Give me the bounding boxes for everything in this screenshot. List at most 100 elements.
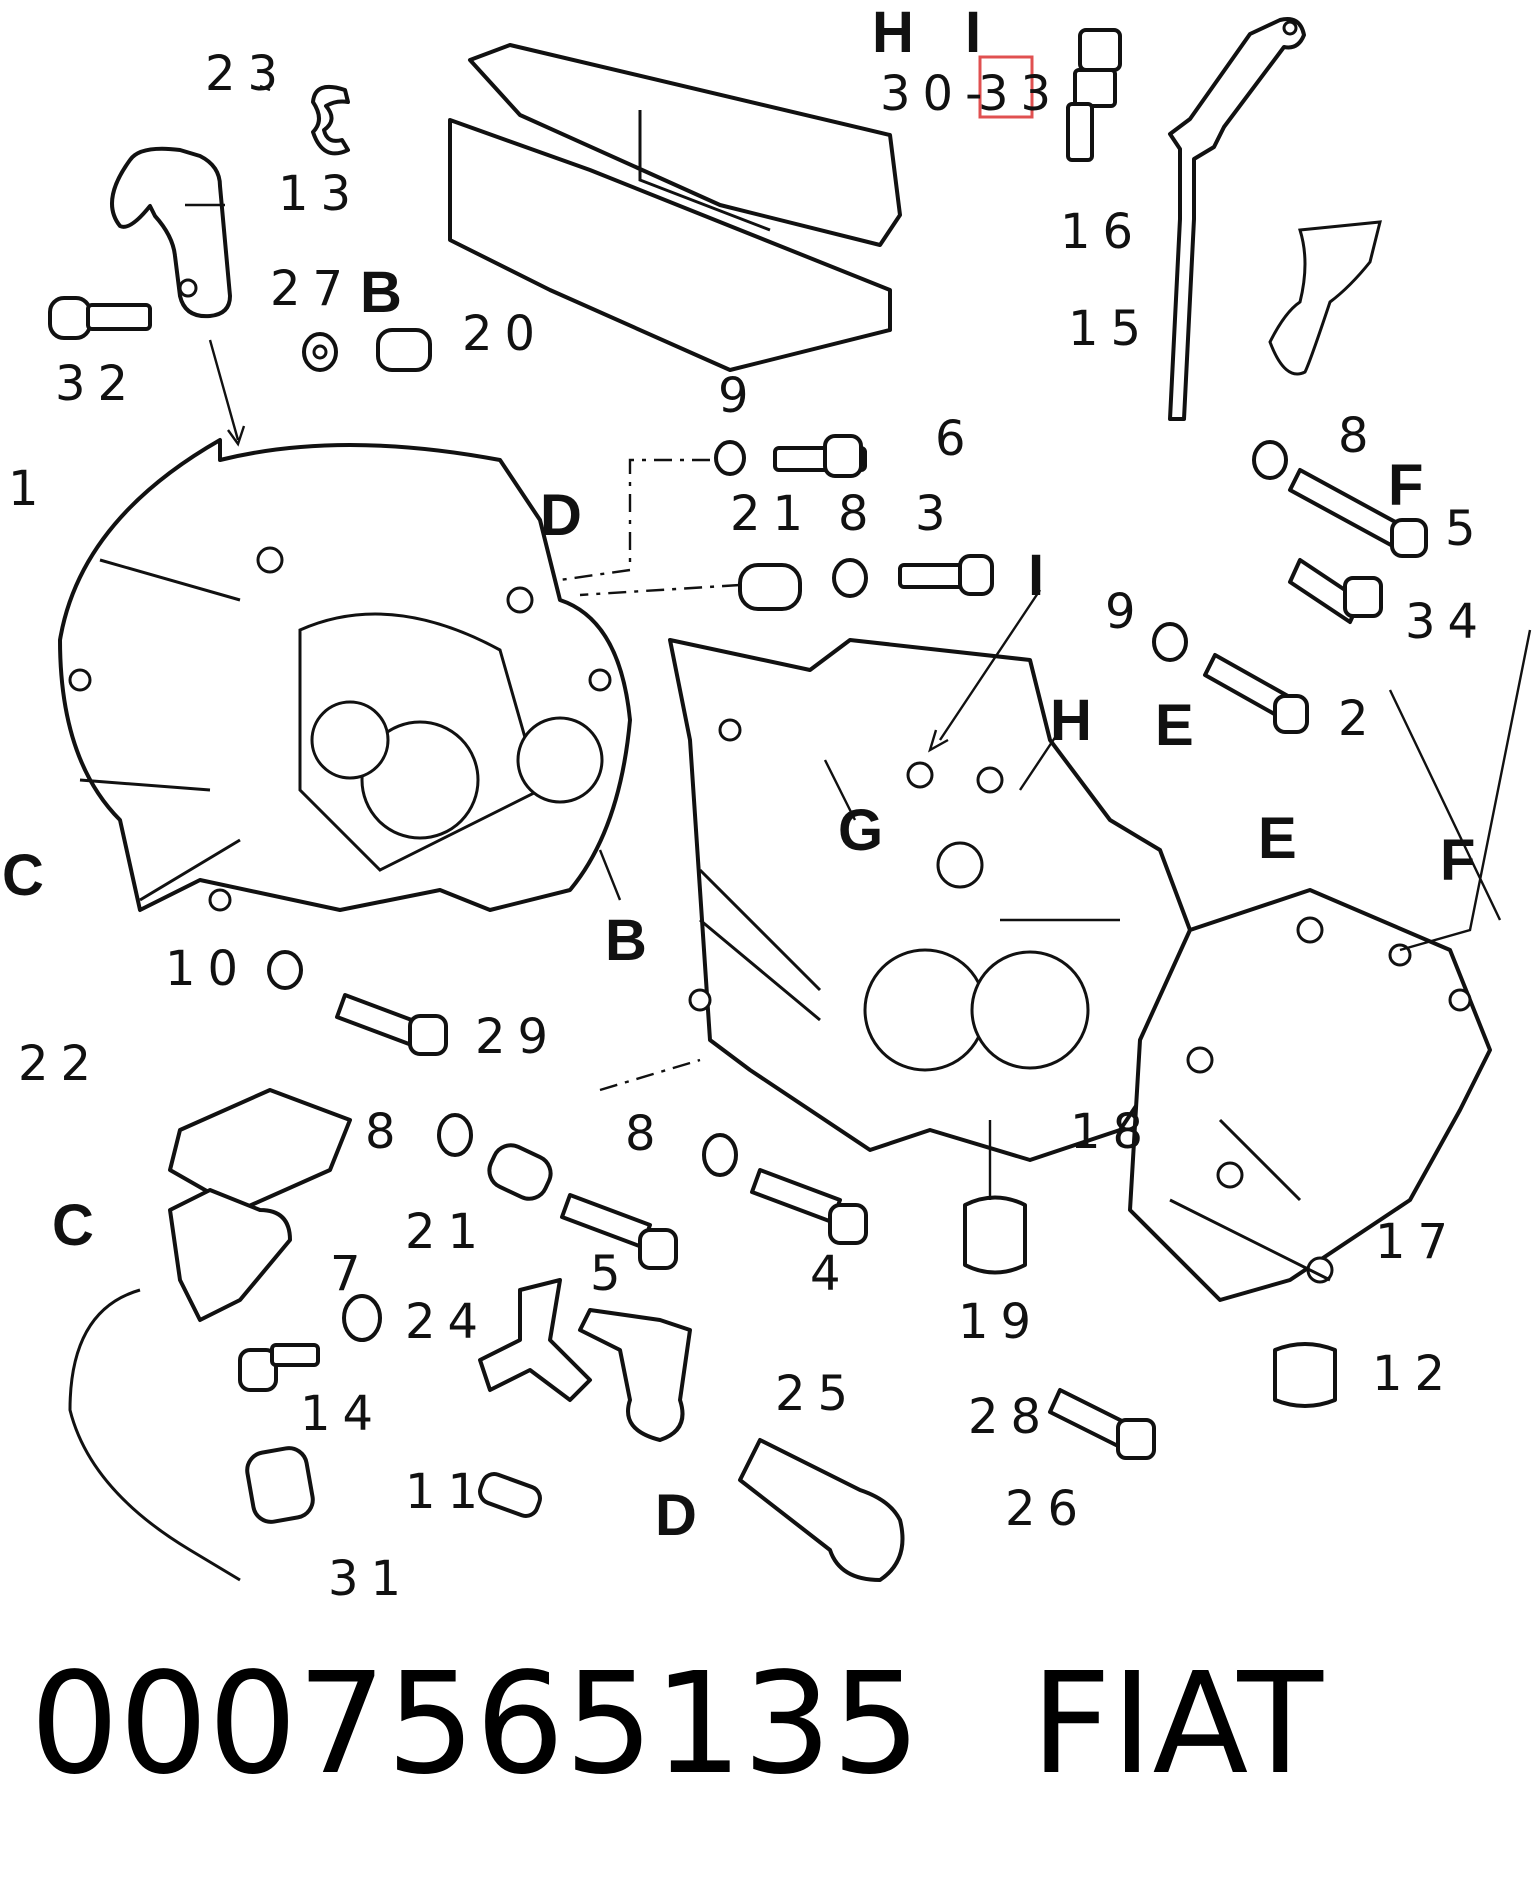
label-19: 19: [958, 1294, 1043, 1350]
label-28: 28: [968, 1389, 1053, 1445]
label-30: 30-: [880, 66, 994, 122]
label-11: 11: [405, 1464, 490, 1520]
letter-D-bottom: D: [655, 1483, 697, 1548]
letter-E-cover: E: [1258, 806, 1297, 871]
label-17: 17: [1375, 1214, 1460, 1270]
washer-9a-icon: [714, 440, 746, 476]
label-12: 12: [1372, 1346, 1457, 1402]
sensor-31-icon: [168, 1188, 292, 1322]
label-3: 3: [915, 486, 958, 542]
spring-25-icon: [578, 1308, 692, 1442]
label-8b: 8: [1338, 408, 1381, 464]
letter-C-bottom: C: [52, 1193, 94, 1258]
plug-20-icon: [376, 328, 432, 372]
label-34: 34: [1405, 594, 1490, 650]
letter-F-right: F: [1388, 453, 1423, 518]
label-8a: 8: [838, 486, 881, 542]
rear-cover-17-icon: [1128, 888, 1492, 1302]
label-20: 20: [462, 306, 547, 362]
letter-G-mid: G: [838, 798, 883, 863]
letter-C-left: C: [2, 843, 44, 908]
washer-8d-icon: [702, 1133, 738, 1177]
washer-8b-icon: [1252, 440, 1288, 480]
sender-33-icon: [1078, 28, 1122, 72]
pad-22-icon: [168, 1088, 352, 1212]
label-14: 14: [300, 1386, 385, 1442]
label-10: 10: [165, 941, 250, 997]
pin-11-icon: [478, 1472, 542, 1518]
bracket-13-icon: [110, 146, 232, 319]
label-25: 25: [775, 1366, 860, 1422]
label-21a: 21: [730, 486, 815, 542]
clip-23-icon: [311, 85, 350, 156]
nut-27-hole-icon: [312, 344, 328, 360]
label-22: 22: [18, 1036, 103, 1092]
label-15: 15: [1068, 301, 1153, 357]
label-27: 27: [270, 261, 355, 317]
small-sketch-icon: [1268, 220, 1382, 376]
label-29: 29: [475, 1009, 560, 1065]
label-4: 4: [810, 1246, 853, 1302]
bolt-4-icon: [750, 1168, 842, 1224]
label-7: 7: [330, 1246, 373, 1302]
letter-H-top: H: [872, 0, 914, 65]
label-2: 2: [1338, 691, 1381, 747]
dipstick-15-icon: [1168, 17, 1306, 421]
label-13: 13: [278, 166, 363, 222]
letter-D-top: D: [540, 483, 582, 548]
letter-H-mid: H: [1050, 688, 1092, 753]
letter-F-cover: F: [1440, 828, 1475, 893]
washer-9b-icon: [1152, 622, 1188, 662]
letter-I-top: I: [965, 0, 981, 65]
diagram-canvas: 23 13 27 20 32 16 30- 33 15 9 6 21 8 3 8…: [2, 0, 1532, 1607]
bushing-21a-icon: [738, 563, 802, 611]
label-5b: 5: [590, 1246, 633, 1302]
bolt-14-icon: [238, 1348, 278, 1392]
label-31: 31: [328, 1551, 413, 1607]
bracket-hole-icon: [178, 278, 198, 298]
bushing-21b-icon: [487, 1143, 553, 1201]
bolt-32-shank-icon: [86, 303, 152, 331]
washer-8c-icon: [437, 1113, 473, 1157]
part-number: 0007565135: [30, 1643, 921, 1806]
cover-16-icon: [468, 43, 902, 247]
plug-19-icon: [963, 1195, 1027, 1275]
letter-B-top: B: [360, 260, 402, 325]
label-21b: 21: [405, 1204, 490, 1260]
label-26: 26: [1005, 1481, 1090, 1537]
label-1: 1: [8, 461, 51, 517]
brand-name: FIAT: [1030, 1643, 1323, 1806]
stud-34-icon: [1288, 558, 1362, 624]
gearbox-bore-1-icon: [863, 948, 987, 1072]
label-32: 32: [55, 356, 140, 412]
clutch-housing-1-icon: [58, 438, 632, 912]
shaft-26-icon: [738, 1438, 905, 1582]
lever-24-icon: [478, 1278, 592, 1402]
bolt-5b-icon: [560, 1193, 652, 1249]
highlight-box: [978, 55, 1034, 119]
label-18: 18: [1070, 1104, 1155, 1160]
label-9a: 9: [718, 368, 761, 424]
washer-7-icon: [342, 1294, 382, 1342]
bearing-bore-icon: [360, 720, 480, 840]
label-5a: 5: [1445, 501, 1488, 557]
gearbox-bore-2-icon: [970, 950, 1090, 1070]
label-24: 24: [405, 1294, 490, 1350]
washer-8a-icon: [832, 558, 868, 598]
label-6: 6: [935, 411, 978, 467]
label-8c: 8: [365, 1104, 408, 1160]
label-9b: 9: [1105, 584, 1148, 640]
gearbox-case-18-icon: [668, 638, 1192, 1162]
letter-B-mid: B: [605, 908, 647, 973]
letter-E-right: E: [1155, 693, 1194, 758]
plug-12-icon: [1273, 1342, 1337, 1408]
letter-I-mid: I: [1028, 543, 1044, 608]
label-23: 23: [205, 46, 290, 102]
label-33: 33: [978, 66, 1063, 122]
gasket-16-icon: [448, 118, 892, 372]
label-16: 16: [1060, 204, 1145, 260]
washer-10-icon: [267, 950, 303, 990]
label-8d: 8: [625, 1106, 668, 1162]
